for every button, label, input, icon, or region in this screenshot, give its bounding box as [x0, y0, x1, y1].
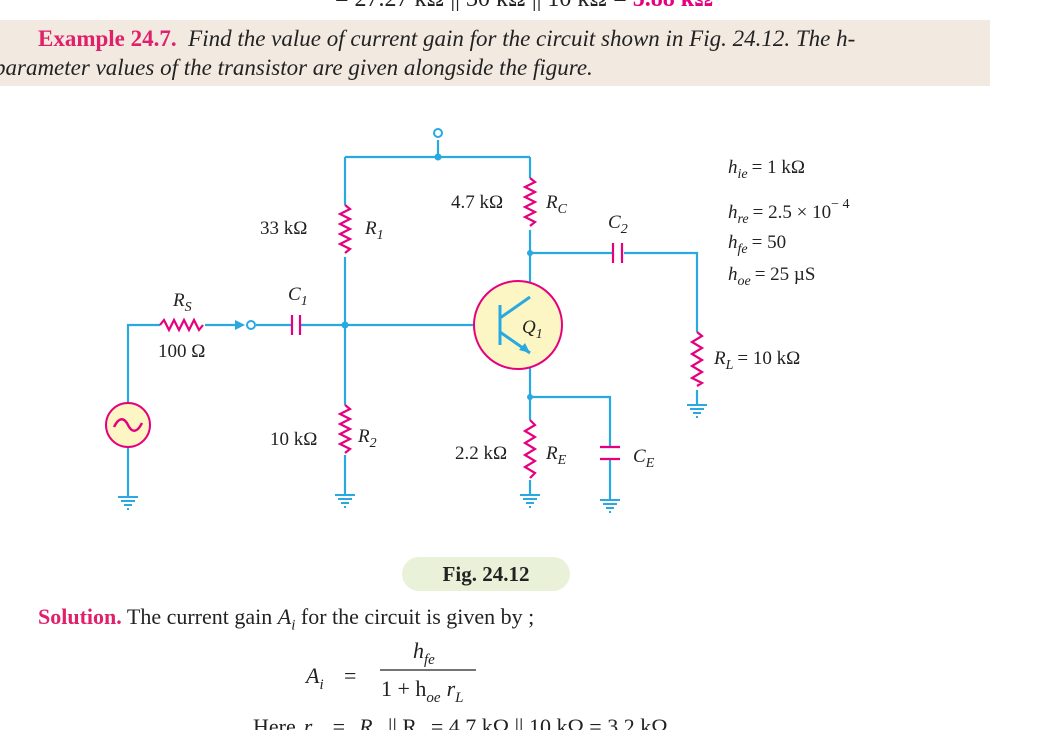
- junction-dot: [527, 394, 533, 400]
- resistor-re: [522, 419, 538, 479]
- solution-label: Solution.: [38, 604, 122, 629]
- resistor-rl: [689, 331, 705, 387]
- here-line: HererL=RC || RL = 4.7 kΩ || 10 kΩ = 3.2 …: [253, 714, 668, 730]
- ai-symbol: A: [277, 604, 292, 629]
- supply-terminal: [433, 128, 443, 138]
- resistor-r2: [337, 404, 353, 454]
- figure-caption: Fig. 24.12: [402, 557, 570, 591]
- junction-dot: [434, 153, 442, 161]
- capacitor-ce: [600, 445, 620, 461]
- h-param-hoe: hoe= 25 µS: [728, 264, 815, 289]
- previous-result-text: = 27.27 kΩ || 30 kΩ || 10 kΩ =: [335, 0, 633, 12]
- rs-value: 100 Ω: [158, 341, 205, 362]
- h-param-hie: hie= 1 kΩ: [728, 157, 805, 182]
- h-param-hre: hre= 2.5 × 10− 4: [728, 197, 850, 227]
- r1-label: R1: [364, 218, 384, 243]
- ce-label: CE: [633, 446, 655, 471]
- example-box: Example 24.7. Find the value of current …: [0, 20, 990, 86]
- re-value: 2.2 kΩ: [455, 443, 507, 464]
- svg-text:=: =: [344, 663, 356, 688]
- ai-subscript: i: [291, 617, 296, 634]
- rc-label: RC: [545, 192, 568, 217]
- svg-text:Ai: Ai: [304, 663, 324, 693]
- re-label: RE: [545, 443, 567, 468]
- q1-label: Q1: [522, 317, 543, 342]
- r1-value: 33 kΩ: [260, 218, 307, 239]
- rs-label: RS: [172, 290, 192, 315]
- solution-text: The current gain: [126, 604, 278, 629]
- resistor-rc: [522, 177, 538, 227]
- r2-value: 10 kΩ: [270, 429, 317, 450]
- resistor-r1: [337, 204, 353, 254]
- c2-label: C2: [608, 212, 628, 237]
- previous-result-value: 5.88 kΩ: [633, 0, 714, 12]
- solution-text-2: for the circuit is given by ;: [295, 604, 535, 629]
- rl-label: RL= 10 kΩ: [713, 348, 800, 373]
- sine-wave-icon: [112, 418, 144, 432]
- solution-line: Solution. The current gain Ai for the ci…: [38, 604, 534, 634]
- example-text-1: Find the value of current gain for the c…: [188, 26, 856, 51]
- r2-label: R2: [357, 426, 377, 451]
- junction-dot: [527, 250, 533, 256]
- capacitor-c2: [611, 243, 624, 263]
- capacitor-c1: [290, 315, 302, 335]
- input-arrow: [235, 320, 245, 330]
- ac-source: [105, 402, 151, 448]
- rc-value: 4.7 kΩ: [451, 192, 503, 213]
- c1-label: C1: [288, 284, 308, 309]
- ground-symbols: [118, 404, 707, 513]
- capacitors: [290, 243, 624, 461]
- example-text-2: parameter values of the transistor are g…: [0, 55, 593, 80]
- h-param-hfe: hfe= 50: [728, 232, 786, 257]
- junction-dot: [341, 321, 349, 329]
- previous-result-line: = 27.27 kΩ || 30 kΩ || 10 kΩ = 5.88 kΩ: [335, 0, 713, 13]
- resistors: [159, 177, 705, 479]
- svg-text:hfe: hfe: [413, 638, 435, 668]
- transistor-q1: [473, 280, 563, 370]
- example-line-1: Example 24.7. Find the value of current …: [38, 26, 855, 52]
- resistor-rs: [159, 317, 204, 333]
- input-terminal: [246, 320, 256, 330]
- example-label: Example 24.7.: [38, 26, 177, 51]
